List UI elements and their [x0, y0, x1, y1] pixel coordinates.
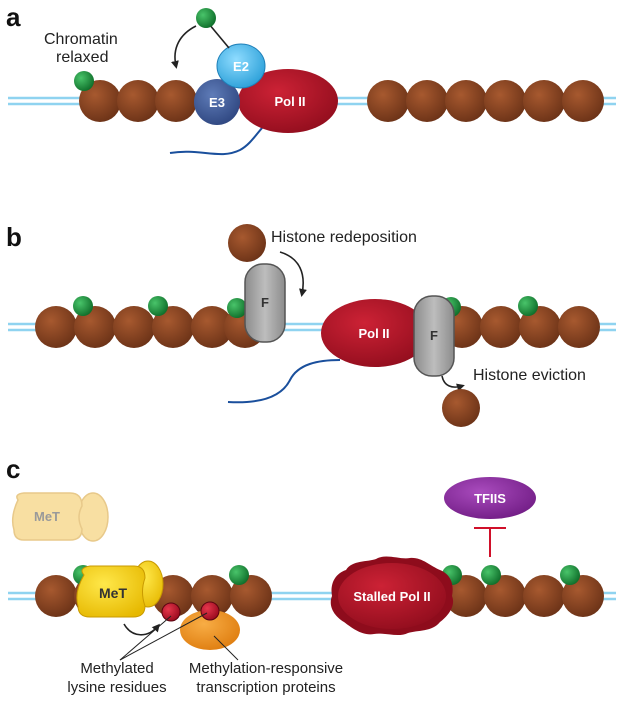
nucleosome: [562, 575, 604, 617]
methylation-arrow: [123, 623, 160, 636]
met-inactive: MeT: [11, 492, 109, 542]
nucleosome: [79, 80, 121, 122]
e2-label: E2: [233, 59, 249, 74]
nucleosome: [406, 80, 448, 122]
nucleosome: [35, 575, 77, 617]
responsive-label-2: transcription proteins: [196, 679, 335, 696]
stalled-pol-ii-label: Stalled Pol II: [353, 589, 430, 604]
met-faded-label: MeT: [34, 509, 60, 524]
e3-ligase: [194, 79, 240, 125]
pol-ii: [238, 69, 338, 133]
nucleosome: [562, 80, 604, 122]
pol-ii: [321, 299, 429, 367]
histone-mark: [481, 565, 501, 585]
nucleosome: [519, 306, 561, 348]
nucleosome: [558, 306, 600, 348]
nucleosome: [523, 575, 565, 617]
nucleosome: [191, 575, 233, 617]
pol-ii-label-b: Pol II: [358, 326, 389, 341]
factor-f-label-2: F: [430, 328, 438, 343]
panel-b: b F Histone redeposition: [6, 222, 616, 427]
nucleosome: [484, 575, 526, 617]
methylated-label-1: Methylated: [80, 660, 153, 677]
redeposition-arrow: [279, 251, 307, 297]
histone-mark: [560, 565, 580, 585]
met-active: MeT: [76, 560, 164, 618]
methylated-lysine: [200, 601, 220, 621]
histone-mark: [227, 298, 247, 318]
panel-letter-a: a: [6, 2, 21, 32]
nucleosome: [155, 80, 197, 122]
nucleosome: [230, 575, 272, 617]
met-label: MeT: [99, 585, 127, 601]
histone-mark: [518, 296, 538, 316]
histone-redeposition-label: Histone redeposition: [271, 229, 417, 246]
tfiis: [444, 477, 536, 519]
histone-mark: [73, 296, 93, 316]
e2-enzyme: [216, 43, 266, 89]
nucleosome: [445, 575, 487, 617]
eviction-arrow: [441, 375, 465, 392]
nucleosome: [117, 80, 159, 122]
histone-mark: [229, 565, 249, 585]
methylated-label-2: lysine residues: [67, 679, 166, 696]
panel-a: a Chromatin relaxed Pol II E3 E2: [6, 2, 616, 156]
inhibition-symbol: [474, 527, 506, 557]
nucleosome: [113, 306, 155, 348]
chromatin-relaxed-label-1: Chromatin: [44, 31, 118, 48]
pol-ii-label-a: Pol II: [274, 94, 305, 109]
methylated-lysine: [161, 602, 181, 622]
nucleosome: [484, 80, 526, 122]
nucleosome: [523, 80, 565, 122]
nucleosome: [191, 306, 233, 348]
histone-mark: [74, 71, 94, 91]
factor-f-label-1: F: [261, 295, 269, 310]
nucleosome: [74, 306, 116, 348]
ubiquitin-mark: [196, 8, 216, 28]
histone-eviction-label: Histone eviction: [473, 367, 586, 384]
evicted-histone: [442, 389, 480, 427]
factor-f-eviction: [413, 295, 455, 377]
nucleosome: [480, 306, 522, 348]
free-histone-redeposition: [228, 224, 266, 262]
e3-label: E3: [209, 95, 225, 110]
nucleosome: [152, 306, 194, 348]
stalled-pol-ii: Stalled Pol II: [330, 556, 454, 636]
nucleosome: [367, 80, 409, 122]
rna-transcript: [227, 359, 341, 404]
tfiis-label: TFIIS: [474, 491, 506, 506]
panel-letter-c: c: [6, 454, 20, 484]
panel-letter-b: b: [6, 222, 22, 252]
chromatin-relaxed-label-2: relaxed: [56, 49, 108, 66]
responsive-leader-line: [213, 635, 239, 661]
tether-line: [208, 23, 230, 49]
histone-mark: [148, 296, 168, 316]
lysine-leader-lines: [119, 612, 208, 661]
factor-f-redeposition: [244, 263, 286, 343]
responsive-label-1: Methylation-responsive: [189, 660, 343, 677]
nucleosome: [35, 306, 77, 348]
panel-c: c MeT TFIIS: [6, 454, 616, 696]
nucleosome: [445, 80, 487, 122]
transfer-arrow: [171, 25, 197, 69]
